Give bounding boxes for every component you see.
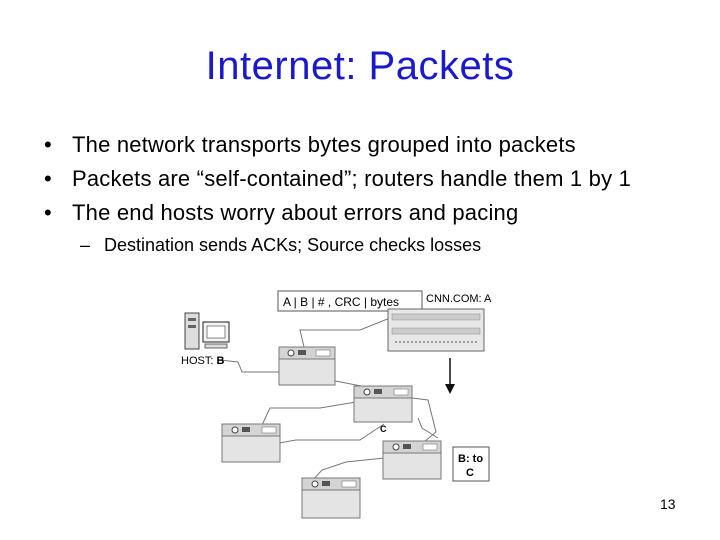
destination-box: B: to C <box>452 446 490 482</box>
link-line <box>219 359 280 373</box>
sub-bullet-text: Destination sends ACKs; Source checks lo… <box>104 235 482 255</box>
server-rack <box>387 308 485 352</box>
page-number: 13 <box>660 496 676 512</box>
link-line <box>417 417 439 439</box>
sub-bullet-marker: – <box>80 235 91 255</box>
bullet-text: Packets are “self-contained”; routers ha… <box>72 166 632 191</box>
host-label-prefix: HOST: <box>181 355 216 367</box>
router-icon <box>382 440 442 480</box>
link-line <box>261 401 357 426</box>
host-computer-icon <box>184 312 230 350</box>
host-label-id: B <box>216 355 224 367</box>
router-label: C <box>380 424 387 434</box>
router-icon <box>278 346 336 386</box>
server-label: CNN.COM: A <box>426 293 492 305</box>
slide-title: Internet: Packets <box>205 44 515 88</box>
packet-header-text: A | B | # , CRC | bytes <box>283 295 399 309</box>
bullet-marker: • <box>44 166 52 191</box>
link-line <box>299 317 391 348</box>
destination-label-line2: C <box>466 467 474 479</box>
bullet-text: The network transports bytes grouped int… <box>72 132 576 157</box>
bullet-marker: • <box>44 132 52 157</box>
down-arrow-icon <box>445 358 455 394</box>
bullet-marker: • <box>44 200 52 225</box>
router-icon <box>221 423 281 463</box>
router-icon <box>353 385 413 423</box>
router-icon <box>301 477 361 519</box>
host-label: HOST: B <box>181 355 224 367</box>
bullet-text: The end hosts worry about errors and pac… <box>72 200 519 225</box>
packet-header: A | B | # , CRC | bytes <box>277 290 423 312</box>
destination-label-line1: B: to <box>458 453 483 465</box>
